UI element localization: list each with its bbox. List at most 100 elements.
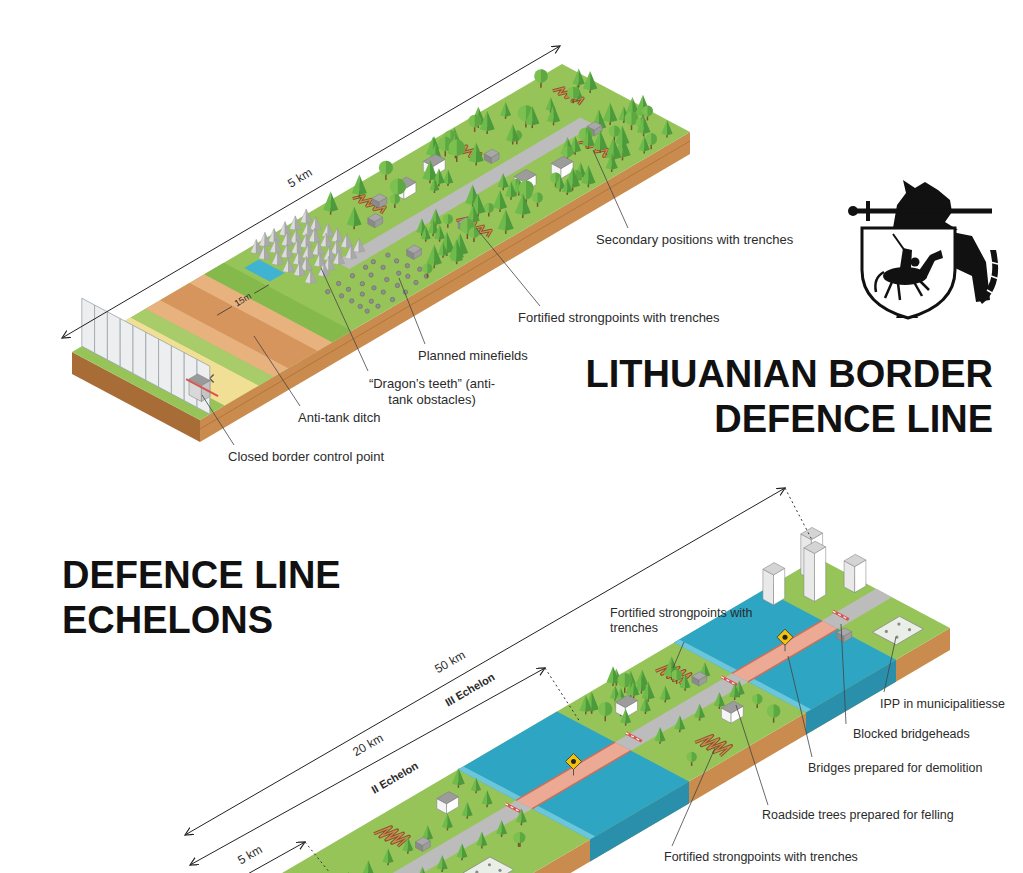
tree bbox=[500, 102, 511, 119]
tree bbox=[607, 666, 620, 686]
dragon-tooth bbox=[331, 228, 337, 242]
mine bbox=[372, 286, 376, 290]
demolition-sign-mark bbox=[783, 635, 788, 640]
dragon-tooth-shade bbox=[330, 247, 336, 261]
fence-panel bbox=[107, 312, 120, 367]
dimension-arrow bbox=[210, 842, 305, 873]
tree bbox=[603, 103, 618, 125]
apartment-block bbox=[763, 563, 785, 605]
tree bbox=[642, 682, 655, 702]
tree-crown-shade bbox=[511, 181, 517, 197]
strongpoint-roof bbox=[416, 837, 431, 845]
bridge bbox=[732, 621, 838, 682]
tree-shade bbox=[567, 146, 573, 157]
ground bbox=[188, 558, 950, 873]
dragon-tooth-shade bbox=[300, 262, 306, 276]
tree bbox=[493, 190, 507, 212]
dragon-tooth bbox=[300, 234, 306, 248]
strongpoint bbox=[484, 149, 499, 163]
tree-shade bbox=[448, 214, 453, 224]
apartment-block-side bbox=[763, 569, 774, 605]
tree-crown bbox=[582, 129, 588, 146]
tree bbox=[640, 697, 651, 714]
callout-label: Bridges prepared for demolition bbox=[808, 761, 982, 776]
tree-crown-shade bbox=[482, 832, 488, 847]
tree-crown bbox=[603, 103, 610, 123]
tree-crown-shade bbox=[634, 680, 640, 696]
mine bbox=[385, 277, 389, 281]
tree-crown bbox=[482, 790, 488, 805]
tree-crown bbox=[402, 837, 408, 852]
tree-crown bbox=[476, 832, 482, 847]
wolf-tail bbox=[978, 250, 998, 304]
tree bbox=[637, 115, 651, 136]
leader-line bbox=[673, 642, 684, 668]
tree-shade bbox=[520, 832, 525, 843]
strongpoint bbox=[416, 837, 431, 851]
tree-crown-shade bbox=[348, 872, 354, 873]
tree-crown-shade bbox=[554, 105, 561, 123]
tree bbox=[484, 203, 494, 217]
tree-crown bbox=[469, 227, 480, 238]
mine bbox=[386, 253, 390, 257]
strongpoint bbox=[368, 213, 383, 227]
road-block-stripe bbox=[626, 733, 642, 741]
mine bbox=[381, 290, 385, 294]
mine bbox=[381, 265, 385, 269]
dragon-tooth bbox=[345, 245, 351, 259]
tree-crown bbox=[515, 832, 526, 843]
tree-crown bbox=[660, 685, 666, 700]
tree bbox=[402, 837, 413, 854]
tree bbox=[457, 843, 468, 860]
fence-panel bbox=[120, 319, 133, 374]
section-heading: DEFENCE LINE ECHELONS bbox=[62, 553, 422, 643]
tree-crown-shade bbox=[440, 225, 446, 240]
mine bbox=[414, 280, 418, 284]
dragon-tooth bbox=[302, 222, 308, 236]
house bbox=[437, 792, 459, 814]
tree bbox=[767, 704, 781, 723]
mine bbox=[363, 265, 367, 269]
dragon-tooth bbox=[305, 269, 311, 283]
apartment-block bbox=[844, 554, 866, 592]
tree bbox=[505, 181, 517, 199]
bridge-rail bbox=[748, 629, 838, 682]
tree-crown bbox=[471, 777, 476, 791]
barrier bbox=[186, 379, 218, 396]
callout-label: IPP in municipalitiesse bbox=[880, 697, 1005, 712]
tree bbox=[515, 832, 526, 847]
tree-crown-shade bbox=[645, 697, 651, 712]
mine bbox=[371, 259, 375, 263]
tree bbox=[443, 169, 454, 185]
callout-label: Planned minefields bbox=[418, 348, 528, 364]
tree-crown-shade bbox=[644, 136, 650, 152]
road-block-stripe bbox=[505, 804, 521, 812]
tree bbox=[343, 872, 354, 873]
tree-crown bbox=[562, 178, 567, 193]
tree-crown bbox=[642, 682, 649, 700]
tree-crown-shade bbox=[368, 860, 374, 873]
tree bbox=[628, 680, 640, 698]
tree bbox=[379, 161, 393, 180]
strongpoint-roof bbox=[372, 194, 387, 202]
dragon-tooth bbox=[259, 246, 265, 260]
tree bbox=[468, 115, 481, 132]
leader-lines bbox=[202, 150, 896, 846]
tree-crown-shade bbox=[590, 71, 597, 90]
demolition-sign-mark bbox=[571, 759, 576, 764]
tree-shade bbox=[398, 179, 406, 195]
ipp-obstacle bbox=[475, 871, 478, 873]
tree-crown-shade bbox=[442, 855, 448, 870]
dragon-tooth bbox=[250, 240, 256, 254]
river-front bbox=[590, 781, 689, 861]
dragon-tooth bbox=[270, 239, 276, 253]
tree-crown bbox=[593, 130, 600, 150]
dragon-tooth-shade bbox=[328, 223, 334, 237]
tree-crown bbox=[500, 102, 506, 117]
tree-crown bbox=[664, 656, 672, 677]
road-block bbox=[833, 611, 849, 619]
echelon-label: III Echelon bbox=[443, 671, 497, 710]
callout-label: Closed border control point bbox=[228, 449, 384, 465]
ipp-obstacle bbox=[488, 863, 491, 866]
leader-line bbox=[476, 228, 540, 306]
